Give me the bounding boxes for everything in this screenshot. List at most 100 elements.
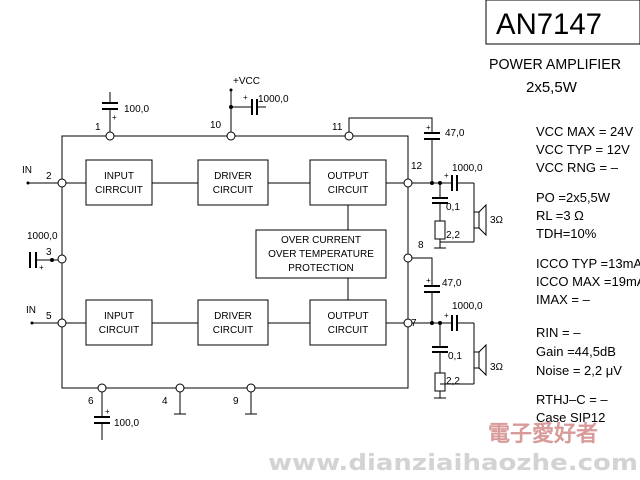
pin-2-marker bbox=[57, 178, 67, 188]
svg-text:0,1: 0,1 bbox=[446, 202, 460, 213]
svg-text:10: 10 bbox=[210, 120, 222, 131]
output-network-1: + 1000,0 0,1 2,2 bbox=[412, 163, 483, 249]
pin-10-marker bbox=[226, 131, 236, 141]
svg-text:IN: IN bbox=[22, 165, 32, 176]
spec-rin: RIN = – bbox=[536, 325, 581, 340]
pin-9-marker bbox=[246, 383, 256, 393]
pin-3-marker bbox=[57, 254, 67, 264]
svg-text:9: 9 bbox=[233, 396, 239, 407]
svg-text:OVER CURRENT: OVER CURRENT bbox=[281, 235, 361, 246]
svg-text:6: 6 bbox=[88, 396, 94, 407]
svg-text:CIRCUIT: CIRCUIT bbox=[328, 185, 369, 196]
spec-vcc-max: VCC MAX = 24V bbox=[536, 124, 634, 139]
pin-5-marker bbox=[57, 318, 67, 328]
svg-text:CIRCUIT: CIRCUIT bbox=[99, 325, 140, 336]
svg-text:1: 1 bbox=[95, 122, 101, 133]
svg-text:+: + bbox=[112, 113, 117, 122]
svg-text:2,2: 2,2 bbox=[446, 230, 460, 241]
spec-tdh: TDH=10% bbox=[536, 226, 597, 241]
svg-text:12: 12 bbox=[411, 161, 423, 172]
watermark-url: www.dianziaihaozhe.com bbox=[268, 451, 638, 476]
pin-8-marker bbox=[403, 253, 413, 263]
description-line-2: 2x5,5W bbox=[526, 79, 578, 96]
title-box bbox=[485, 0, 640, 45]
pin-1-marker bbox=[105, 131, 115, 141]
spec-noise: Noise = 2,2 μV bbox=[536, 363, 622, 378]
pin-4-marker bbox=[175, 383, 185, 393]
svg-text:100,0: 100,0 bbox=[124, 104, 149, 115]
svg-text:8: 8 bbox=[418, 240, 424, 251]
watermark-cn: 電子愛好者 bbox=[488, 421, 598, 447]
spec-po: PO =2x5,5W bbox=[536, 190, 611, 205]
spec-case: Case SIP12 bbox=[536, 410, 605, 425]
speaker-2: 3Ω bbox=[473, 343, 504, 377]
ground-pin-9 bbox=[245, 392, 257, 415]
svg-text:INPUT: INPUT bbox=[104, 311, 134, 322]
svg-text:5: 5 bbox=[46, 311, 52, 322]
svg-text:11: 11 bbox=[332, 122, 343, 133]
svg-text:INPUT: INPUT bbox=[104, 171, 134, 182]
svg-text:+: + bbox=[426, 276, 431, 285]
svg-text:CIRCUIT: CIRCUIT bbox=[213, 325, 254, 336]
svg-text:1000,0: 1000,0 bbox=[258, 94, 289, 105]
svg-text:3Ω: 3Ω bbox=[490, 215, 504, 226]
svg-text:4: 4 bbox=[162, 396, 168, 407]
svg-text:DRIVER: DRIVER bbox=[214, 311, 252, 322]
vcc-supply: +VCC + 1000,0 bbox=[229, 76, 289, 132]
ground-pin-4 bbox=[174, 392, 186, 415]
svg-text:0,1: 0,1 bbox=[448, 351, 462, 362]
svg-text:OUTPUT: OUTPUT bbox=[327, 171, 368, 182]
spec-gain: Gain =44,5dB bbox=[536, 344, 616, 359]
svg-text:OUTPUT: OUTPUT bbox=[327, 311, 368, 322]
speaker-1: 3Ω bbox=[473, 203, 504, 237]
svg-text:1000,0: 1000,0 bbox=[27, 231, 58, 242]
svg-text:CIRCUIT: CIRCUIT bbox=[213, 185, 254, 196]
cap-pin-3: 1000,0 + bbox=[27, 231, 58, 272]
svg-text:+: + bbox=[444, 311, 449, 320]
block-output-2: OUTPUT CIRCUIT bbox=[309, 299, 387, 346]
svg-text:100,0: 100,0 bbox=[114, 418, 139, 429]
svg-text:+: + bbox=[426, 123, 431, 132]
pin-12-marker bbox=[403, 178, 413, 188]
svg-text:PROTECTION: PROTECTION bbox=[288, 263, 354, 274]
svg-text:+: + bbox=[444, 171, 449, 180]
part-number: AN7147 bbox=[496, 8, 602, 41]
pin-11-marker bbox=[344, 131, 354, 141]
svg-text:+: + bbox=[39, 263, 44, 272]
svg-text:47,0: 47,0 bbox=[442, 278, 462, 289]
block-input-2: INPUT CIRCUIT bbox=[85, 299, 153, 346]
svg-text:1000,0: 1000,0 bbox=[452, 163, 483, 174]
spec-icco-max: ICCO MAX =19mA bbox=[536, 274, 640, 289]
spec-rthj: RTHJ–C = – bbox=[536, 392, 608, 407]
svg-text:CIRCUIT: CIRCUIT bbox=[328, 325, 369, 336]
internal-wiring bbox=[66, 182, 404, 324]
block-input-1: INPUT CIRRCUIT bbox=[85, 159, 153, 206]
cap-pin-8: + 47,0 bbox=[412, 257, 462, 323]
svg-text:IN: IN bbox=[26, 305, 36, 316]
block-protection: OVER CURRENT OVER TEMPERATURE PROTECTION bbox=[255, 229, 387, 279]
cap-pin-11: + 47,0 bbox=[348, 117, 465, 183]
spec-vcc-typ: VCC TYP = 12V bbox=[536, 142, 630, 157]
spec-rl: RL =3 Ω bbox=[536, 208, 584, 223]
svg-text:CIRRCUIT: CIRRCUIT bbox=[95, 185, 143, 196]
spec-vcc-rng: VCC RNG = – bbox=[536, 160, 619, 175]
svg-text:2,2: 2,2 bbox=[446, 376, 460, 387]
block-driver-2: DRIVER CIRCUIT bbox=[197, 299, 269, 346]
svg-text:47,0: 47,0 bbox=[445, 128, 465, 139]
svg-text:DRIVER: DRIVER bbox=[214, 171, 252, 182]
svg-text:+: + bbox=[105, 407, 110, 416]
svg-text:OVER TEMPERATURE: OVER TEMPERATURE bbox=[268, 249, 374, 260]
block-output-1: OUTPUT CIRCUIT bbox=[309, 159, 387, 206]
cap-pin-1: + 100,0 bbox=[102, 92, 149, 132]
svg-text:+VCC: +VCC bbox=[233, 76, 260, 87]
spec-icco-typ: ICCO TYP =13mA bbox=[536, 256, 640, 271]
svg-text:+: + bbox=[243, 93, 248, 102]
input-1: IN bbox=[22, 165, 58, 185]
svg-text:1000,0: 1000,0 bbox=[452, 301, 483, 312]
input-2: IN bbox=[26, 305, 58, 325]
spec-list: VCC MAX = 24V VCC TYP = 12V VCC RNG = – … bbox=[536, 124, 640, 425]
svg-text:3Ω: 3Ω bbox=[490, 362, 504, 373]
block-driver-1: DRIVER CIRCUIT bbox=[197, 159, 269, 206]
svg-text:2: 2 bbox=[46, 171, 52, 182]
